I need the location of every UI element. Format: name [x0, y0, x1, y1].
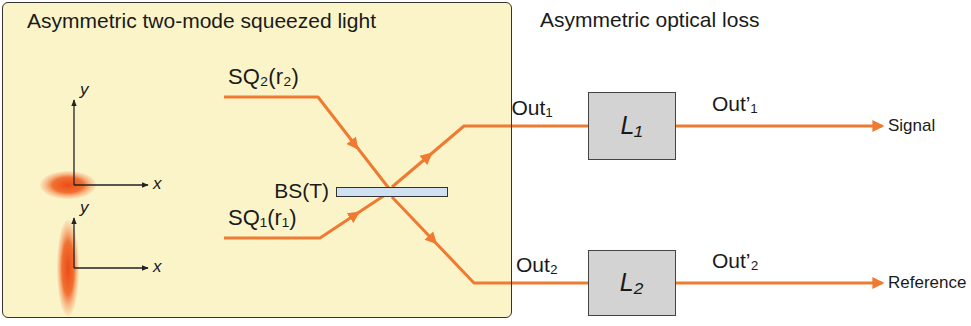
beam-connector — [392, 197, 588, 283]
port-label: Signal — [888, 116, 935, 136]
squeezed-state-upper — [40, 100, 148, 199]
output-label: Out’₁ — [712, 92, 758, 116]
port-label: Reference — [888, 273, 966, 293]
axis-label: x — [153, 174, 162, 194]
arrowhead — [425, 232, 438, 245]
arrowhead — [420, 153, 433, 165]
axis-label: y — [80, 80, 89, 100]
source-panel: Asymmetric two-mode squeezed lightBS(T) — [2, 2, 512, 318]
beam-label: Out₁ — [512, 96, 553, 120]
axis-label: y — [80, 198, 89, 218]
axis-label: x — [153, 257, 162, 277]
beam-splitter-label: BS(T) — [274, 179, 329, 203]
section-title: Asymmetric optical loss — [540, 8, 759, 32]
beam-connector — [392, 126, 588, 187]
panel-title: Asymmetric two-mode squeezed light — [27, 9, 376, 33]
beam-label: Out₂ — [516, 253, 558, 277]
loss-box: L₂ — [588, 250, 676, 316]
output-label: Out’₂ — [712, 249, 759, 273]
loss-box-label: L₁ — [621, 111, 643, 140]
loss-box: L₁ — [588, 92, 676, 160]
loss-box-label: L₂ — [620, 268, 643, 297]
beam-splitter: BS(T) — [336, 187, 448, 197]
input-label: SQ₂(r₂) — [228, 64, 299, 89]
input-label: SQ₁(r₁) — [228, 205, 297, 230]
input-beams — [224, 97, 882, 283]
squeezed-state-lower — [57, 218, 148, 316]
